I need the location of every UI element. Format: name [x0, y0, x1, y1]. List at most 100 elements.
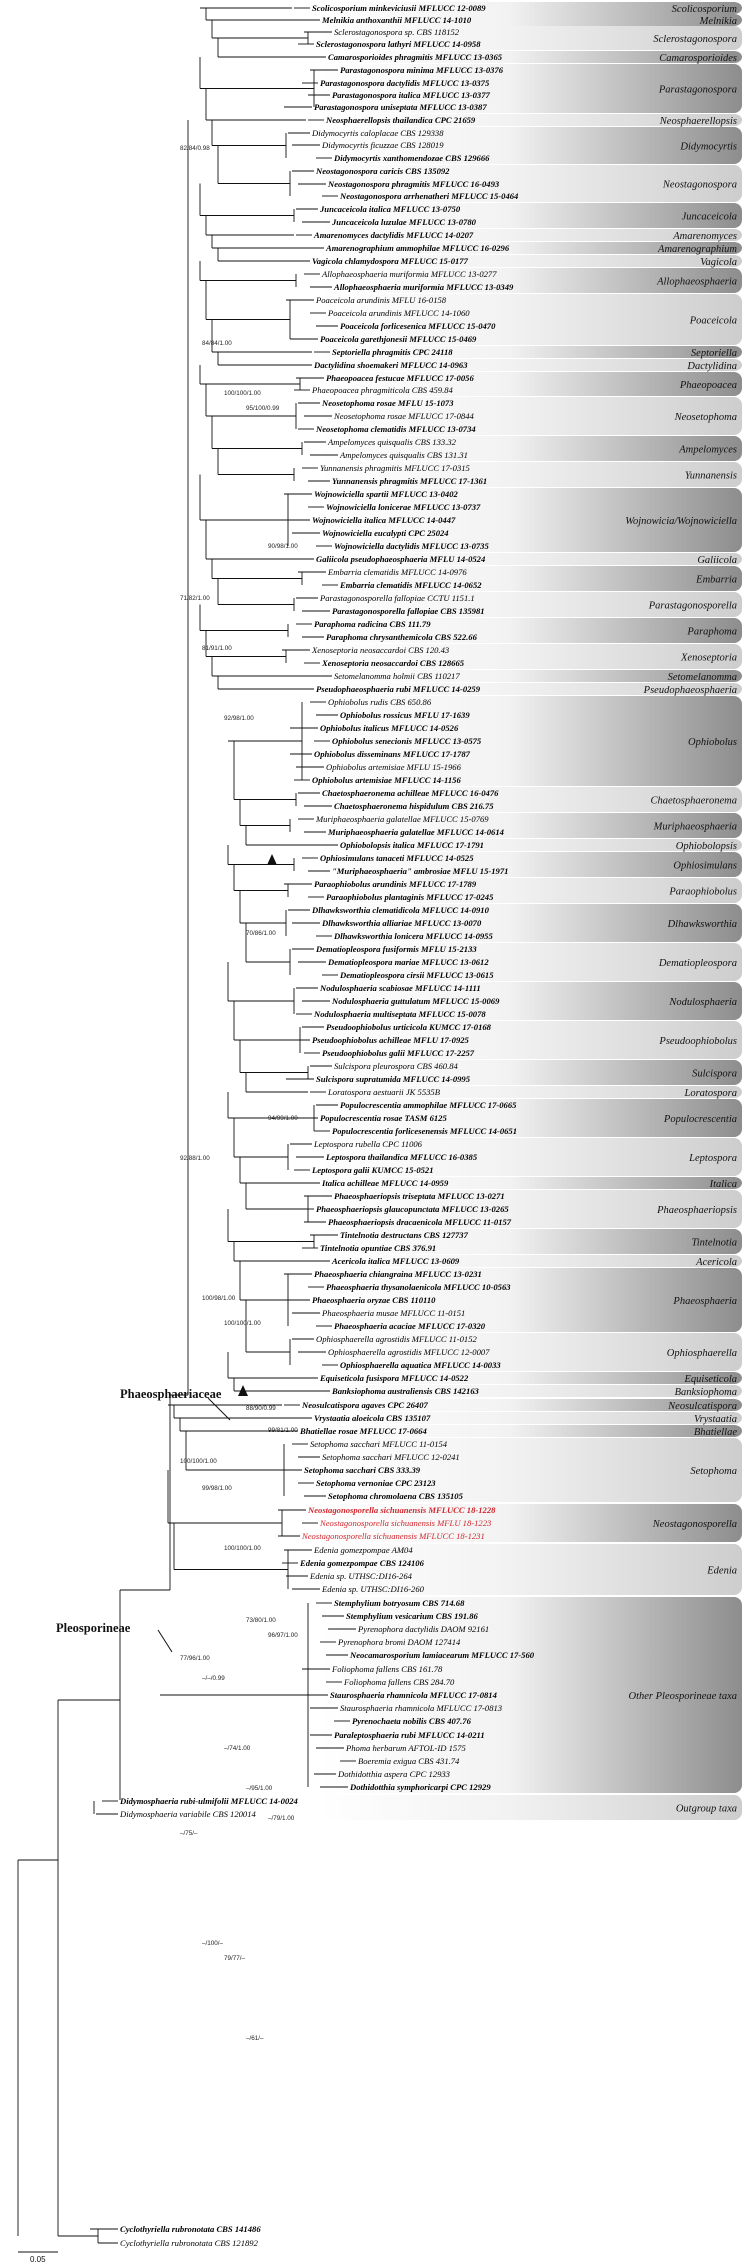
tip-label: Ophiosphaerella agrostidis MFLUCC 12-000… — [328, 1347, 490, 1357]
tip-label: Cyclothyriella rubronotata CBS 121892 — [120, 2238, 259, 2248]
tip-label: Yunnanensis phragmitis MFLUCC 17-1361 — [332, 476, 487, 486]
genus-band — [318, 852, 742, 877]
genus-label: Amarenographium — [657, 244, 737, 255]
support-value: 88/90/0.99 — [246, 1405, 276, 1412]
tip-label: Parastagonospora minima MFLUCC 13-0376 — [340, 65, 504, 75]
genus-band — [318, 14, 742, 26]
tip-label: Wojnowiciella dactylidis MFLUCC 13-0735 — [334, 541, 489, 551]
tip-label: Cyclothyriella rubronotata CBS 141486 — [120, 2224, 261, 2234]
support-value: –/–/0.99 — [202, 1675, 225, 1682]
tip-label: Didymocyrtis caloplacae CBS 129338 — [311, 128, 444, 138]
genus-label: Juncaceicola — [682, 212, 737, 223]
genus-label: Other Pleosporineae taxa — [629, 1691, 737, 1702]
tip-label: Leptospora thailandica MFLUCC 16-0385 — [325, 1152, 478, 1162]
tip-label: Staurosphaeria rhamnicola MFLUCC 17-0814 — [330, 1690, 498, 1700]
tip-label: Neosetophoma rosae MFLU 15-1073 — [321, 398, 454, 408]
tip-label: Pyrenochaeta nobilis CBS 407.76 — [352, 1716, 472, 1726]
genus-label: Neostagonosporella — [652, 1519, 737, 1530]
genus-label: Dematiopleospora — [658, 958, 737, 969]
tip-label: Edenia sp. UTHSC:DI16-260 — [321, 1584, 425, 1594]
tip-label: Italica achilleae MFLUCC 14-0959 — [321, 1178, 449, 1188]
genus-label: Chaetosphaeronema — [650, 796, 737, 807]
tip-label: Dematiopleospora mariae MFLUCC 13-0612 — [327, 957, 489, 967]
genus-label: Neosetophoma — [674, 412, 737, 423]
genus-band — [318, 1504, 742, 1542]
genus-label: Wojnowicia/Wojnowiciella — [625, 516, 737, 527]
genus-label: Xenoseptoria — [680, 653, 737, 664]
support-value: 100/100/1.00 — [224, 1545, 261, 1552]
support-value: –/75/– — [180, 1830, 198, 1837]
tip-label: Chaetosphaeronema achilleae MFLUCC 16-04… — [322, 788, 499, 798]
genus-label: Phaeosphaeria — [672, 1296, 737, 1307]
genus-label: Galiicola — [697, 555, 737, 566]
tip-label: Wojnowiciella italica MFLUCC 14-0447 — [312, 515, 456, 525]
tip-label: Dothidotthia aspera CPC 12933 — [337, 1769, 450, 1779]
tip-label: Edenia sp. UTHSC:DI16-264 — [309, 1571, 413, 1581]
tip-label: Ophiosimulans tanaceti MFLUCC 14-0525 — [320, 853, 474, 863]
tip-label: Pseudoophiobolus galii MFLUCC 17-2257 — [322, 1048, 475, 1058]
tip-label: Tintelnotia destructans CBS 127737 — [340, 1230, 469, 1240]
tip-label: Phaeosphaeria chiangraina MFLUCC 13-0231 — [314, 1269, 482, 1279]
tip-label: Setophoma sacchari CBS 333.39 — [304, 1465, 421, 1475]
tip-label: Staurosphaeria rhamnicola MFLUCC 17-0813 — [340, 1703, 502, 1713]
tip-label: Didymosphaeria variabile CBS 120014 — [119, 1809, 257, 1819]
tip-label: Leptospora rubella CPC 11006 — [313, 1139, 423, 1149]
genus-label: Acericola — [695, 1257, 737, 1268]
tip-label: Ophiobolus disseminans MFLUCC 17-1787 — [314, 749, 471, 759]
tip-labels: Scolicosporium minkeviciusii MFLUCC 12-0… — [119, 3, 535, 2248]
genus-band — [318, 878, 742, 903]
genus-band — [318, 346, 742, 358]
tip-label: Setophoma vernoniae CPC 23123 — [316, 1478, 436, 1488]
genus-band — [318, 1229, 742, 1254]
tip-label: Pseudophaeosphaeria rubi MFLUCC 14-0259 — [316, 684, 481, 694]
tip-label: Dematiopleospora cirsii MFLUCC 13-0615 — [339, 970, 494, 980]
tip-label: Ophiobolus artemisiae MFLU 15-1966 — [326, 762, 462, 772]
genus-band — [318, 51, 742, 63]
genus-band — [318, 397, 742, 435]
tip-label: Parastagonospora uniseptata MFLUCC 13-03… — [314, 102, 487, 112]
tip-label: Paraophiobolus plantaginis MFLUCC 17-024… — [326, 892, 494, 902]
tip-label: Parastagonosporella fallopiae CCTU 1151.… — [319, 593, 475, 603]
tip-label: Phaeopoacea phragmiticola CBS 459.84 — [311, 385, 454, 395]
tip-label: Juncaceicola luzulae MFLUCC 13-0780 — [331, 217, 477, 227]
genus-label: Pseudoophiobolus — [658, 1036, 737, 1047]
genus-label: Italica — [709, 1179, 737, 1190]
tip-label: Pyrenophora bromi DAOM 127414 — [337, 1637, 461, 1647]
phaeosphaeriaceae-pointer — [207, 1397, 231, 1421]
support-values: 82/84/0.9884/84/1.00100/100/1.0095/100/0… — [180, 145, 298, 2042]
tip-label: Populocrescentia ammophilae MFLUCC 17-06… — [340, 1100, 517, 1110]
genus-band — [318, 1425, 742, 1437]
tip-label: Populocrescentia rosae TASM 6125 — [320, 1113, 447, 1123]
tip-label: Nodulosphaeria scabiosae MFLUCC 14-1111 — [319, 983, 481, 993]
genus-band — [318, 242, 742, 254]
tip-label: Neostagonosporella sichuanensis MFLUCC 1… — [301, 1531, 485, 1541]
tip-label: Neostagonospora caricis CBS 135092 — [315, 166, 450, 176]
genus-label: Scolicosporium — [672, 4, 738, 15]
tip-label: Didymocyrtis ficuzzae CBS 128019 — [321, 140, 444, 150]
tip-label: Sclerostagonospora lathyri MFLUCC 14-095… — [316, 39, 481, 49]
support-value: 77/96/1.00 — [180, 1655, 210, 1662]
tip-label: Didymosphaeria rubi-ulmifolii MFLUCC 14-… — [119, 1796, 299, 1806]
genus-band — [318, 1021, 742, 1059]
genus-band — [318, 592, 742, 617]
genus-band — [318, 165, 742, 202]
genus-band — [318, 566, 742, 591]
genus-band — [318, 670, 742, 682]
tip-label: Neostagonosporella sichuanensis MFLU 18-… — [319, 1518, 491, 1528]
tip-label: Scolicosporium minkeviciusii MFLUCC 12-0… — [312, 3, 486, 13]
genus-band — [318, 1060, 742, 1085]
tip-label: Stemphylium botryosum CBS 714.68 — [334, 1598, 465, 1608]
support-value: 95/100/0.99 — [246, 405, 280, 412]
tip-label: Parastagonosporella fallopiae CBS 135981 — [332, 606, 485, 616]
phaeosphaeriaceae-label: Phaeosphaeriaceae — [120, 1387, 222, 1401]
tip-label: Pyrenophora dactylidis DAOM 92161 — [357, 1624, 489, 1634]
tip-label: Neostagonosporella sichuanensis MFLUCC 1… — [307, 1505, 496, 1515]
tip-label: Neosphaerellopsis thailandica CPC 21659 — [325, 115, 476, 125]
genus-label: Tintelnotia — [691, 1238, 737, 1249]
support-value: –/79/1.00 — [268, 1815, 295, 1822]
genus-label: Melnikia — [699, 16, 737, 27]
support-value: 100/100/1.00 — [180, 1458, 217, 1465]
tip-label: Paraleptosphaeria rubi MFLUCC 14-0211 — [334, 1730, 485, 1740]
support-value: 90/98/1.00 — [268, 543, 298, 550]
scale-bar-label: 0.05 — [30, 2255, 46, 2263]
